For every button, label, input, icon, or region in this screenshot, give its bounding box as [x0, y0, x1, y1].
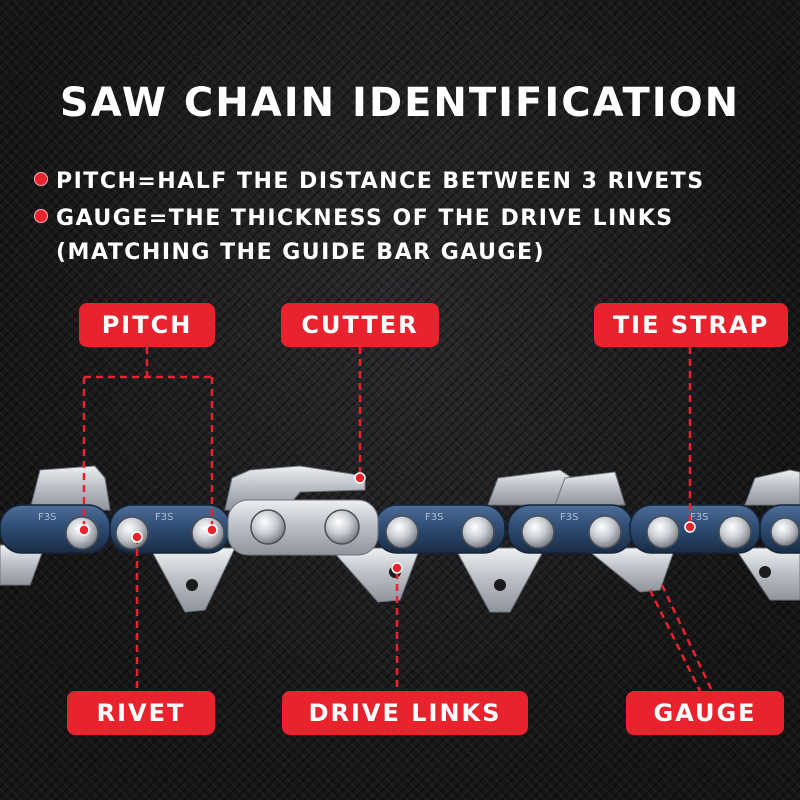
callout-gauge: GAUGE: [626, 691, 784, 735]
cutter-marker: [354, 472, 366, 484]
drive-link-marker: [391, 562, 403, 574]
red-dot-icon: [34, 209, 48, 223]
cutter-teeth: [29, 465, 800, 511]
link-marking: F3S: [560, 512, 578, 523]
callout-cutter: CUTTER: [281, 303, 439, 347]
bullet-pitch-definition: PITCH=HALF THE DISTANCE BETWEEN 3 RIVETS: [34, 165, 705, 199]
callout-tie-strap: TIE STRAP: [594, 303, 788, 347]
bullet-text-continuation: (MATCHING THE GUIDE BAR GAUGE): [56, 240, 546, 265]
tie-strap-marker: [684, 521, 696, 533]
rivet-marker: [131, 531, 143, 543]
callout-drive-links: DRIVE LINKS: [282, 691, 528, 735]
link-marking: F3S: [155, 512, 173, 523]
page-title: SAW CHAIN IDENTIFICATION: [59, 80, 741, 126]
marker-dots: [78, 472, 696, 574]
bullet-text: PITCH=HALF THE DISTANCE BETWEEN 3 RIVETS: [56, 169, 705, 194]
red-dot-icon: [34, 172, 48, 186]
link-marking: F3S: [38, 512, 56, 523]
callout-rivet: RIVET: [67, 691, 215, 735]
pitch-marker-left: [78, 524, 90, 536]
link-marking: F3S: [425, 512, 443, 523]
drive-link-tangs: [0, 544, 800, 613]
link-marking: F3S: [690, 512, 708, 523]
bullet-gauge-definition: GAUGE=THE THICKNESS OF THE DRIVE LINKS (…: [34, 202, 674, 270]
pitch-marker-right: [206, 524, 218, 536]
callout-pitch: PITCH: [79, 303, 215, 347]
leader-lines: [82, 347, 714, 692]
bullet-text: GAUGE=THE THICKNESS OF THE DRIVE LINKS: [56, 206, 674, 231]
